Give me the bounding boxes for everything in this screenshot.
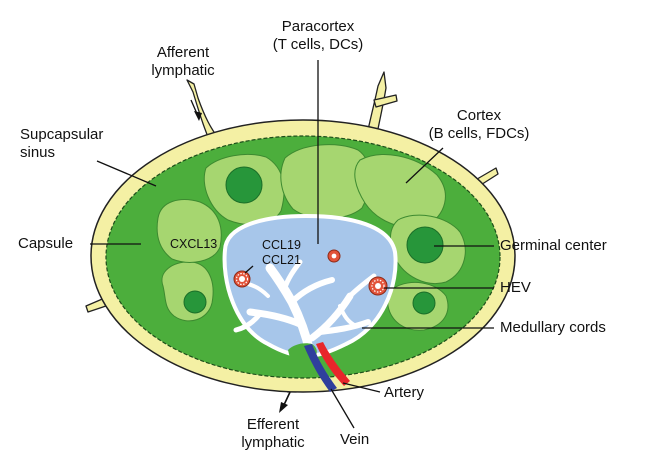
capsule-label: Capsule bbox=[18, 235, 74, 252]
germinal-center-right-lower bbox=[412, 291, 436, 315]
subcapsular-label-line2: sinus bbox=[20, 144, 56, 161]
efferent-lymphatic-label: Efferent lymphatic bbox=[228, 416, 318, 452]
medullary-sinuses bbox=[233, 259, 377, 357]
germinal-center-right bbox=[406, 226, 444, 264]
afferent-vessel-branch bbox=[373, 94, 398, 108]
paracortex-label: Paracortex (T cells, DCs) bbox=[258, 18, 378, 54]
hev-vessels bbox=[233, 249, 388, 296]
hev-label: HEV bbox=[500, 279, 531, 296]
efferent-label-line2: lymphatic bbox=[241, 434, 305, 451]
afferent-arrowhead-icon bbox=[194, 111, 202, 121]
afferent-lymphatic-label: Afferent lymphatic bbox=[138, 44, 228, 80]
paracortex-title: Paracortex bbox=[281, 18, 355, 35]
ccl19-label: CCL19 bbox=[262, 238, 301, 252]
subcapsular-label-line1: Supcapsular bbox=[20, 126, 104, 143]
leader-lines bbox=[90, 60, 494, 429]
germinal-center-left-lower bbox=[183, 290, 207, 314]
leader-artery bbox=[342, 382, 381, 393]
efferent-label-line1: Efferent bbox=[246, 416, 300, 433]
paracortex-subtitle: (T cells, DCs) bbox=[272, 36, 364, 53]
leader-subcapsular bbox=[96, 160, 157, 187]
afferent-label-line1: Afferent bbox=[156, 44, 210, 61]
germinal-center-label: Germinal center bbox=[500, 237, 607, 254]
follicle-left-lower bbox=[161, 261, 214, 322]
follicle-top-center bbox=[280, 144, 371, 220]
cortex-subtitle: (B cells, FDCs) bbox=[428, 125, 530, 142]
germinal-centers bbox=[183, 166, 444, 315]
cortex-title: Cortex bbox=[456, 107, 502, 124]
vein-label: Vein bbox=[340, 431, 370, 448]
cxcl13-label: CXCL13 bbox=[170, 237, 218, 251]
artery-vessel bbox=[316, 342, 350, 386]
leader-vein bbox=[330, 388, 355, 429]
ccl21-label: CCL21 bbox=[262, 253, 301, 267]
hev-vessel-center bbox=[327, 249, 341, 263]
efferent-arrowhead-icon bbox=[279, 402, 288, 413]
cortex-label: Cortex (B cells, FDCs) bbox=[414, 107, 544, 143]
hev-vessel-right bbox=[368, 276, 388, 296]
medullary-cords-label: Medullary cords bbox=[500, 319, 606, 336]
afferent-label-line2: lymphatic bbox=[151, 62, 215, 79]
follicle-left-upper bbox=[156, 199, 222, 263]
artery-label: Artery bbox=[384, 384, 425, 401]
leader-ccl21 bbox=[244, 265, 254, 274]
subcapsular-sinus-label: Supcapsular sinus bbox=[20, 126, 103, 162]
hev-vessel-left bbox=[233, 270, 251, 288]
leader-cortex bbox=[405, 147, 444, 184]
vein-vessel bbox=[304, 344, 337, 392]
germinal-center-top bbox=[225, 166, 263, 204]
